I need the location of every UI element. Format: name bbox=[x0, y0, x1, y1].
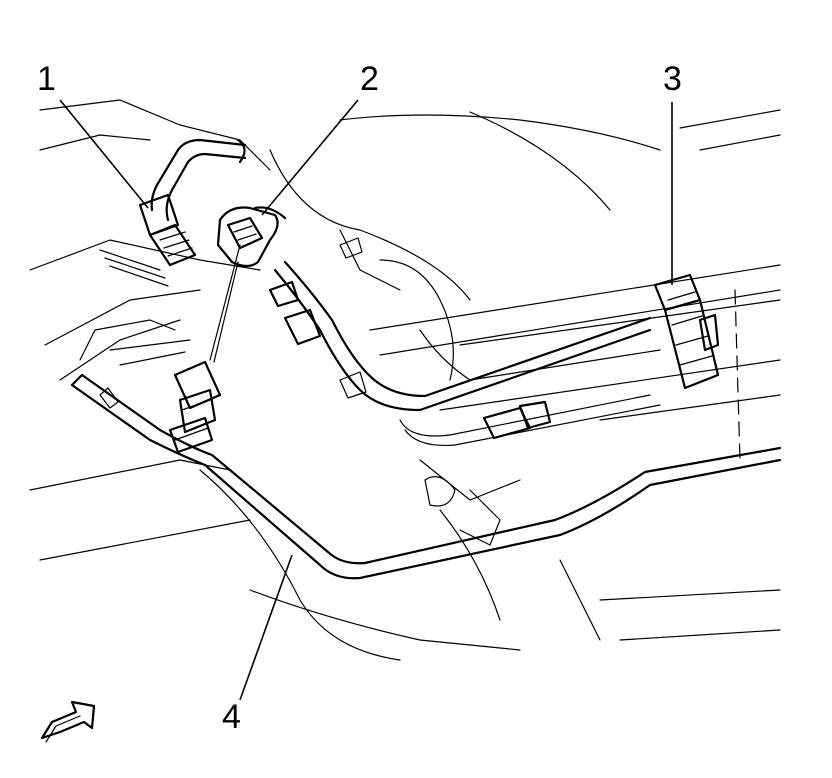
callout-2: 2 bbox=[360, 60, 379, 98]
arrow-icon bbox=[40, 700, 96, 743]
callout-4: 4 bbox=[222, 698, 241, 736]
fuel-line-connector bbox=[168, 206, 287, 454]
return-lines bbox=[268, 260, 661, 447]
callout-1: 1 bbox=[37, 60, 56, 98]
leader-lines bbox=[59, 99, 673, 701]
alignment-line bbox=[734, 289, 741, 461]
callout-3: 3 bbox=[663, 60, 682, 98]
fuel-line-retainer bbox=[653, 273, 720, 390]
evap-hose-connector bbox=[138, 138, 247, 267]
fuel-feed-pipe bbox=[70, 373, 782, 580]
underbody-structure bbox=[29, 99, 781, 661]
